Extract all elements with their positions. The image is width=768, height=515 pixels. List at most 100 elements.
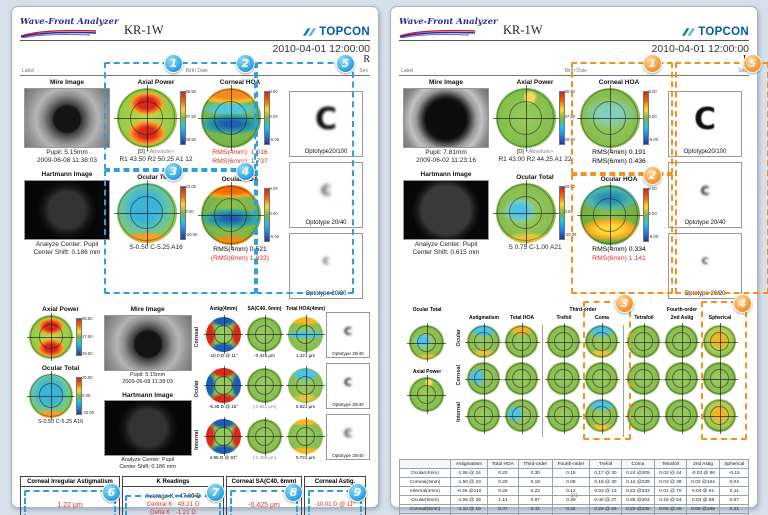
table-cell: 0.18 @ 30 bbox=[589, 477, 622, 487]
callout-badge-3: 3 bbox=[615, 294, 634, 313]
brand-swoosh-icon bbox=[20, 29, 97, 38]
page-number: - 1/1 - bbox=[567, 493, 581, 499]
color-scale: 65.50 47.50 29.50 bbox=[558, 88, 575, 147]
section-title: Mire Image bbox=[429, 79, 463, 86]
table-cell: 0.08 bbox=[551, 477, 591, 487]
table-cell: 0.30 bbox=[517, 468, 553, 478]
zernike-left-title: Axial Power bbox=[412, 369, 442, 375]
section-title: Ocular HOA bbox=[600, 176, 638, 184]
scale-tick: 5.00 bbox=[269, 186, 278, 192]
color-scale: 20.00 0.00 -20.00 bbox=[179, 184, 198, 242]
table-cell: 0.12 @239 bbox=[620, 477, 656, 487]
axial-power-map bbox=[492, 84, 559, 151]
table-cell: 0.20 bbox=[486, 468, 519, 478]
scale-tick: 0.00 bbox=[564, 208, 573, 214]
matrix-row-header: Corneal bbox=[194, 327, 200, 348]
section-title: Corneal HOA bbox=[598, 79, 640, 86]
summary-value: -10.01 D @ 11° bbox=[314, 502, 356, 509]
birthdate-field-caption: Birth Date bbox=[564, 68, 587, 74]
scale-tick: 29.50 bbox=[82, 350, 93, 356]
report-page-left-eye: Wave-Front Analyzer KR-1W TOPCON 2010-04… bbox=[390, 6, 768, 515]
refraction-caption: S-0.50 C-5.25 A16 bbox=[129, 243, 183, 251]
summary-value: -0.425 μm bbox=[248, 501, 280, 509]
label-field-caption: Label bbox=[22, 68, 35, 74]
matrix-col-header: SA(C40, 6mm) bbox=[247, 306, 282, 312]
internal-astig-map bbox=[204, 417, 243, 456]
capture-timestamp: 2009-06-08 11:38:03 bbox=[122, 378, 173, 385]
top-section: Mire Image Pupil: 7.81mm 2009-06-02 11:2… bbox=[399, 79, 749, 304]
hartmann-image-small bbox=[103, 400, 192, 457]
zmap-ocular-tetrafoil bbox=[625, 323, 662, 360]
scale-tick: 0.00 bbox=[269, 113, 278, 119]
zernike-col-header: Total HOA bbox=[509, 315, 535, 321]
scale-tick: -5.00 bbox=[269, 234, 280, 240]
topcon-wordmark: TOPCON bbox=[319, 26, 370, 38]
center-shift-caption: Center Shift: 0.186 mm bbox=[119, 464, 176, 471]
section-title: Corneal HOA bbox=[219, 79, 261, 86]
color-scale: 65.50 47.50 29.50 bbox=[76, 315, 93, 358]
matrix-value: -5.45 D @ 16° bbox=[208, 403, 239, 409]
analyze-center-caption: Analyze Center: Pupil bbox=[414, 240, 478, 248]
landolt-c-glyph: C bbox=[701, 256, 709, 267]
scale-unit: [D] <Absolute> bbox=[137, 148, 175, 155]
callout-badge-9: 9 bbox=[348, 483, 367, 503]
brand-script-text: Wave-Front Analyzer bbox=[20, 17, 119, 27]
zernike-left-title: Ocular Total bbox=[412, 307, 442, 313]
table-cell: 0.29 @235 bbox=[620, 504, 656, 514]
zmap-internal-spherical bbox=[701, 397, 738, 434]
section-title: Ocular Total bbox=[516, 173, 554, 181]
callout-badge-4: 4 bbox=[236, 162, 255, 181]
scale-tick: 65.50 bbox=[82, 315, 93, 321]
ocular-rms-4mm: RMS(4mm) 0.521 bbox=[213, 246, 267, 254]
matrix-value: (-0.405 μm) bbox=[252, 454, 277, 460]
scale-tick: 65.50 bbox=[564, 88, 575, 94]
callout-badge-1: 1 bbox=[643, 54, 662, 73]
table-cell: Tetrafoil bbox=[654, 459, 687, 469]
table-cell: 0.04 bbox=[719, 477, 749, 487]
callout-badge-5: 5 bbox=[336, 54, 355, 73]
ocular-total-map bbox=[113, 179, 180, 246]
scale-tick: 0.00 bbox=[648, 211, 657, 217]
table-cell: Coma bbox=[620, 459, 656, 469]
table-cell: Internal(6mm) bbox=[399, 513, 451, 515]
scale-tick: 47.50 bbox=[185, 113, 196, 119]
callout-badge-5: 5 bbox=[743, 54, 762, 73]
analyze-center-caption: Analyze Center: Pupil bbox=[121, 457, 175, 464]
summary-title: K Readings bbox=[123, 477, 223, 488]
scale-tick: 0.00 bbox=[185, 208, 194, 214]
optotype-sim-20-100: C Optotype20/100 bbox=[668, 91, 742, 157]
table-cell: 0.03 @ 39 bbox=[654, 477, 687, 487]
section-title: Mire Image bbox=[130, 306, 165, 313]
section-title: Mire Image bbox=[50, 79, 84, 86]
scale-tick: 20.00 bbox=[564, 183, 575, 189]
table-cell: 0.20 bbox=[486, 477, 519, 487]
central-k-value: Central K : 48.21 D bbox=[146, 500, 200, 508]
callout-badge-3: 3 bbox=[164, 162, 183, 181]
zmap-internal-coma bbox=[583, 397, 620, 434]
brand-script-text: Wave-Front Analyzer bbox=[399, 17, 498, 27]
zernike-section: Ocular Total Astigmatism Total HOA Third… bbox=[399, 307, 749, 455]
callout-badge-6: 6 bbox=[102, 483, 121, 503]
table-cell: 2nd Astig bbox=[685, 459, 721, 469]
zmap-ocular-2nd-astig bbox=[663, 323, 700, 360]
analyze-center-caption: Analyze Center: Pupil bbox=[35, 240, 99, 248]
table-cell: -1.50 @ 23 bbox=[450, 477, 488, 487]
topcon-wordmark: TOPCON bbox=[698, 26, 749, 38]
internal-sa-map bbox=[245, 417, 284, 456]
landolt-c-glyph: C bbox=[343, 426, 353, 440]
table-cell: Trefoil bbox=[589, 459, 622, 469]
table-cell: 0.18 bbox=[517, 477, 553, 487]
ocular-sa-map bbox=[245, 366, 284, 405]
ocular-astig-map bbox=[204, 366, 243, 405]
table-cell: 0.41 bbox=[517, 504, 553, 514]
table-cell: 0.22 bbox=[551, 504, 591, 514]
model-name: KR-1W bbox=[124, 23, 164, 37]
table-cell: -0.15 bbox=[719, 468, 749, 478]
scale-tick: -20.00 bbox=[185, 231, 198, 237]
table-cell: Astigmatism bbox=[450, 459, 488, 469]
section-title: Ocular Total bbox=[137, 173, 175, 181]
zmap-ocular-astigmatism bbox=[465, 323, 502, 360]
corneal-astig-map bbox=[204, 315, 243, 354]
table-cell: Ocular(4mm) bbox=[399, 468, 451, 478]
